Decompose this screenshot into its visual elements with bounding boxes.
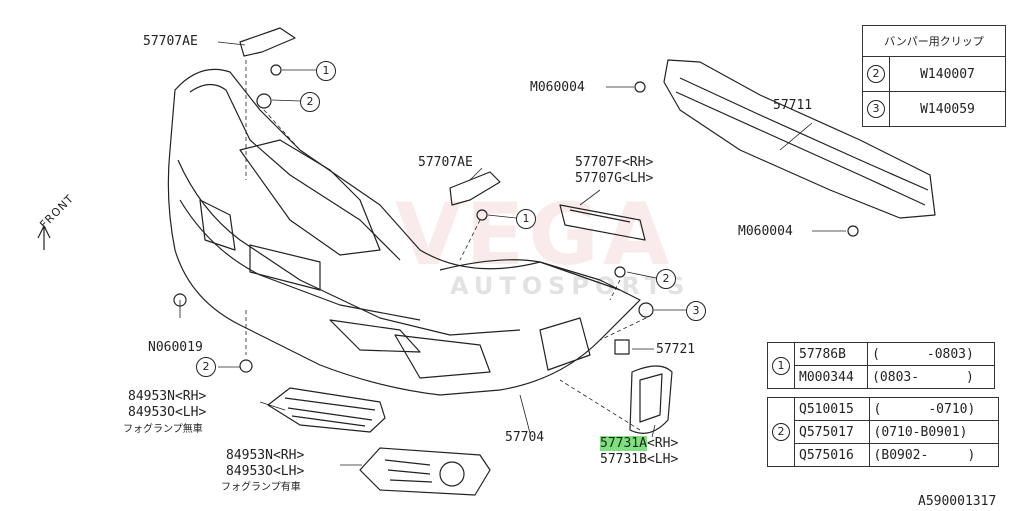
callout-1: 1 bbox=[316, 61, 336, 81]
callout-1: 1 bbox=[516, 209, 536, 229]
table1-range: ( -0803) bbox=[867, 342, 995, 366]
reinforcement-beam bbox=[663, 59, 936, 219]
fog-grille-without bbox=[267, 387, 386, 433]
table1-part: M000344 bbox=[793, 365, 869, 389]
label-57704: 57704 bbox=[505, 430, 545, 445]
label-57707G: 57707G<LH> bbox=[575, 171, 654, 186]
clip-ref-2: 2 bbox=[867, 65, 885, 83]
callout-2: 2 bbox=[196, 357, 216, 377]
label-57731B: 57731B<LH> bbox=[600, 452, 679, 467]
clip-part-w140007: W140007 bbox=[889, 56, 1006, 92]
fog-cover bbox=[629, 365, 673, 434]
label-57707F: 57707F<RH> bbox=[575, 155, 654, 170]
label-84953N-with: 84953N<RH> bbox=[226, 448, 305, 463]
highlighted-part-code: 57731A bbox=[600, 436, 647, 451]
table2-part: Q575016 bbox=[794, 443, 870, 467]
table2-part: Q510015 bbox=[794, 397, 870, 421]
clip-part-w140059: W140059 bbox=[889, 91, 1006, 127]
bracket-57707F bbox=[559, 204, 646, 241]
table1-part: 57786B bbox=[793, 342, 869, 366]
label-n060019: N060019 bbox=[148, 340, 203, 355]
table2-range: (B0902- ) bbox=[868, 443, 1000, 467]
label-57731A: 57731A<RH> bbox=[600, 436, 678, 451]
label-m060004-right: M060004 bbox=[738, 224, 793, 239]
label-fog-without: フォグランプ無車 bbox=[123, 424, 203, 435]
table2-ref: 2 bbox=[772, 423, 790, 441]
label-m060004-top: M060004 bbox=[530, 80, 585, 95]
label-57721: 57721 bbox=[656, 342, 696, 357]
label-84953O-with: 84953O<LH> bbox=[226, 464, 305, 479]
clip-ref-3: 3 bbox=[867, 100, 885, 118]
label-fog-with: フォグランプ有車 bbox=[221, 482, 301, 493]
label-84953O-without: 84953O<LH> bbox=[128, 405, 207, 420]
clip-table-header: バンパー用クリップ bbox=[862, 25, 1006, 57]
watermark-subtitle: AUTOSPORTS bbox=[450, 272, 691, 300]
label-57707AE-top: 57707AE bbox=[143, 34, 198, 49]
label-84953N-without: 84953N<RH> bbox=[128, 389, 207, 404]
label-57711: 57711 bbox=[773, 98, 813, 113]
table2-range: (0710-B0901) bbox=[868, 420, 1000, 444]
table2-range: ( -0710) bbox=[868, 397, 1000, 421]
label-57707AE-mid: 57707AE bbox=[418, 155, 473, 170]
table2-part: Q575017 bbox=[794, 420, 870, 444]
diagram-id: A590001317 bbox=[918, 494, 997, 509]
bumper-cover bbox=[167, 68, 641, 396]
table1-range: (0803- ) bbox=[867, 365, 995, 389]
fog-grille-with bbox=[359, 447, 491, 496]
label-57731A-side: <RH> bbox=[646, 436, 679, 451]
callout-2: 2 bbox=[656, 269, 676, 289]
table1-ref: 1 bbox=[772, 356, 790, 375]
callout-2: 2 bbox=[300, 92, 320, 112]
callout-3: 3 bbox=[686, 301, 706, 321]
